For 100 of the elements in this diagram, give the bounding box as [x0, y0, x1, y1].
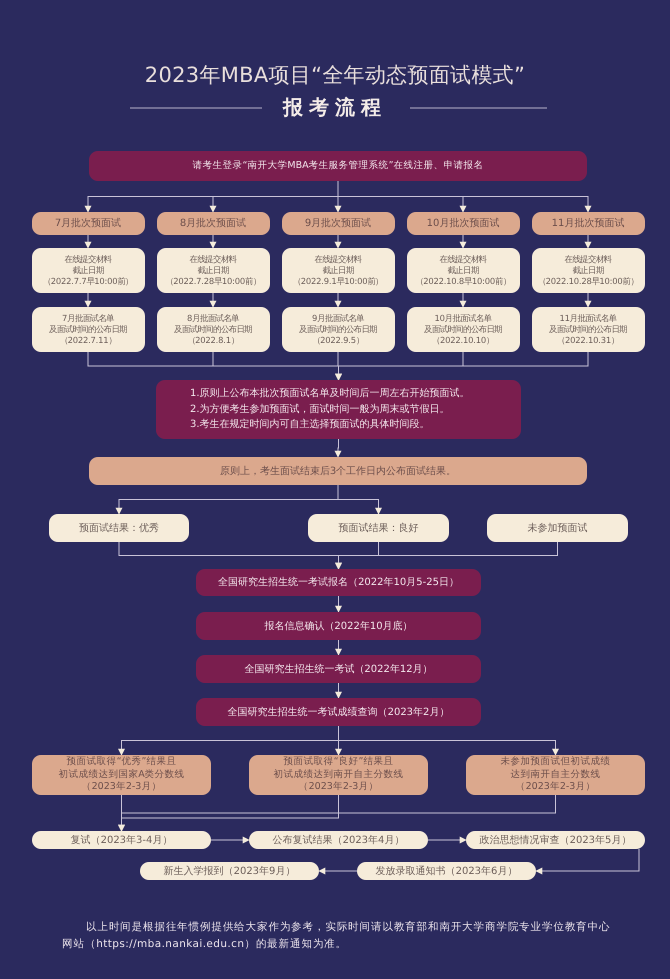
step-text: （2022.7.7早10:00前）: [42, 276, 134, 287]
step-text: 全国研究生招生统一考试（2022年12月）: [244, 662, 433, 676]
step-text: （2022.7.11）: [60, 334, 116, 346]
step-text: 请考生登录“南开大学MBA考生服务管理系统”在线注册、申请报名: [192, 160, 484, 172]
step-text: （2023年2-3月）: [82, 781, 162, 794]
step-box: [196, 655, 481, 683]
step-text: 预面试结果：优秀: [79, 522, 159, 534]
stage-box: [156, 212, 270, 235]
step-text: （2023年2-3月）: [516, 781, 596, 794]
arrow: [118, 794, 556, 832]
arrow: [210, 836, 250, 844]
arrow: [584, 292, 592, 308]
step-text: 在线提交材料: [190, 254, 236, 266]
step-text: 截止日期: [322, 265, 354, 276]
info-box: [282, 248, 394, 293]
step-text: （2022.9.1早10:00前）: [292, 276, 384, 287]
arrow: [210, 234, 216, 249]
step-text: （2022.10.31）: [557, 334, 619, 346]
info-box: [49, 514, 189, 542]
step-text: （2023年2-3月）: [298, 781, 378, 794]
step-text: 截止日期: [72, 265, 104, 276]
step-text: 预面试取得“优秀”结果且: [66, 756, 176, 769]
step-text: 9月批面试名单: [312, 313, 364, 324]
step-text: 达到南开自主分数线: [510, 768, 600, 782]
step-text: 初试成绩达到国家A类分数线: [58, 768, 185, 782]
stage-box: [249, 755, 428, 795]
stage-box: [32, 755, 211, 795]
step-box: [89, 151, 587, 181]
info-box: [357, 862, 536, 880]
arrow: [460, 234, 466, 249]
stage-box: [32, 212, 144, 235]
info-box: [156, 248, 270, 293]
arrow: [335, 542, 558, 570]
step-text: （2022.10.10）: [432, 334, 494, 346]
arrow: [338, 726, 559, 756]
step-text: 9月批次预面试: [304, 217, 372, 230]
stage-box: [466, 755, 645, 795]
arrow: [428, 836, 467, 844]
step-text: 截止日期: [572, 265, 604, 276]
step-text: 新生入学报到（2023年9月）: [164, 864, 296, 878]
info-box: [32, 307, 144, 352]
step-text: 预面试取得“良好”结果且: [284, 756, 394, 769]
step-text: 及面试时间的公布日期: [548, 324, 627, 335]
step-text: 未参加预面试但初试成绩: [500, 756, 610, 769]
step-text: 1.原则上公布本批次预面试名单及时间后一周左右开始预面试。: [190, 386, 470, 402]
arrow: [584, 234, 592, 249]
stage-box: [532, 212, 644, 235]
subtitle: 报考流程: [282, 94, 388, 121]
step-text: 8月批次预面试: [180, 217, 246, 230]
step-text: 11月批次预面试: [552, 217, 624, 230]
info-box: [487, 514, 628, 542]
arrow: [334, 234, 342, 249]
arrow: [318, 868, 358, 874]
step-text: 公布复试结果（2023年4月）: [272, 834, 404, 846]
arrow: [335, 596, 342, 613]
step-text: 10月批次预面试: [426, 217, 500, 230]
step-text: 全国研究生招生统一考试成绩查询（2023年2月）: [228, 706, 450, 718]
arrow: [210, 292, 216, 308]
step-text: 在线提交材料: [314, 254, 362, 266]
step-text: 8月批面试名单: [187, 313, 239, 324]
step-text: 发放录取通知书（2023年6月）: [376, 864, 518, 878]
step-text: 截止日期: [197, 265, 229, 276]
step-text: （2022.9.5）: [312, 334, 364, 346]
stage-box: [406, 212, 520, 235]
step-text: 3.考生在规定时间内可自主选择预面试的具体时间段。: [190, 418, 430, 432]
arrow: [335, 640, 342, 656]
step-text: （2022.10.28早10:00前）: [538, 276, 638, 287]
info-box: [532, 248, 644, 293]
step-text: 在线提交材料: [440, 254, 486, 266]
arrow: [338, 484, 382, 515]
info-box: [32, 831, 211, 849]
info-box: [282, 307, 394, 352]
info-box: [532, 307, 644, 352]
step-text: 政治思想情况审查（2023年5月）: [480, 834, 632, 846]
arrow: [84, 234, 92, 249]
footnote: 以上时间是根据往年惯例提供给大家作为参考，实际时间请以教育部和南开大学商学院专业学位教育中心网站（https://mba.nankai.edu.cn）的最新通知为准。: [62, 920, 612, 952]
arrow: [334, 438, 342, 458]
step-text: 复试（2023年3-4月）: [70, 834, 172, 846]
arrow: [460, 292, 466, 308]
step-text: 2.为方便考生参加预面试，面试时间一般为周末或节假日。: [190, 402, 450, 417]
info-box: [249, 831, 428, 849]
arrow: [84, 292, 92, 308]
step-text: 在线提交材料: [564, 254, 612, 266]
arrow: [335, 682, 342, 699]
step-text: 11月批面试名单: [559, 313, 617, 324]
step-box: [196, 569, 481, 596]
stage-box: [89, 457, 587, 485]
step-text: 未参加预面试: [528, 522, 588, 534]
step-text: 初试成绩达到南开自主分数线: [274, 768, 404, 782]
arrow: [335, 352, 588, 381]
arrow: [338, 180, 592, 213]
title: 2023年MBA项目“全年动态预面试模式”: [144, 62, 526, 89]
arrow: [334, 292, 342, 308]
info-box: [140, 862, 319, 880]
step-text: 原则上，考生面试结束后3个工作日内公布面试结果。: [220, 464, 456, 478]
stage-box: [282, 212, 394, 235]
step-text: 及面试时间的公布日期: [174, 324, 252, 335]
info-box: [32, 248, 144, 293]
info-box: [156, 307, 270, 352]
arrow: [535, 848, 640, 874]
